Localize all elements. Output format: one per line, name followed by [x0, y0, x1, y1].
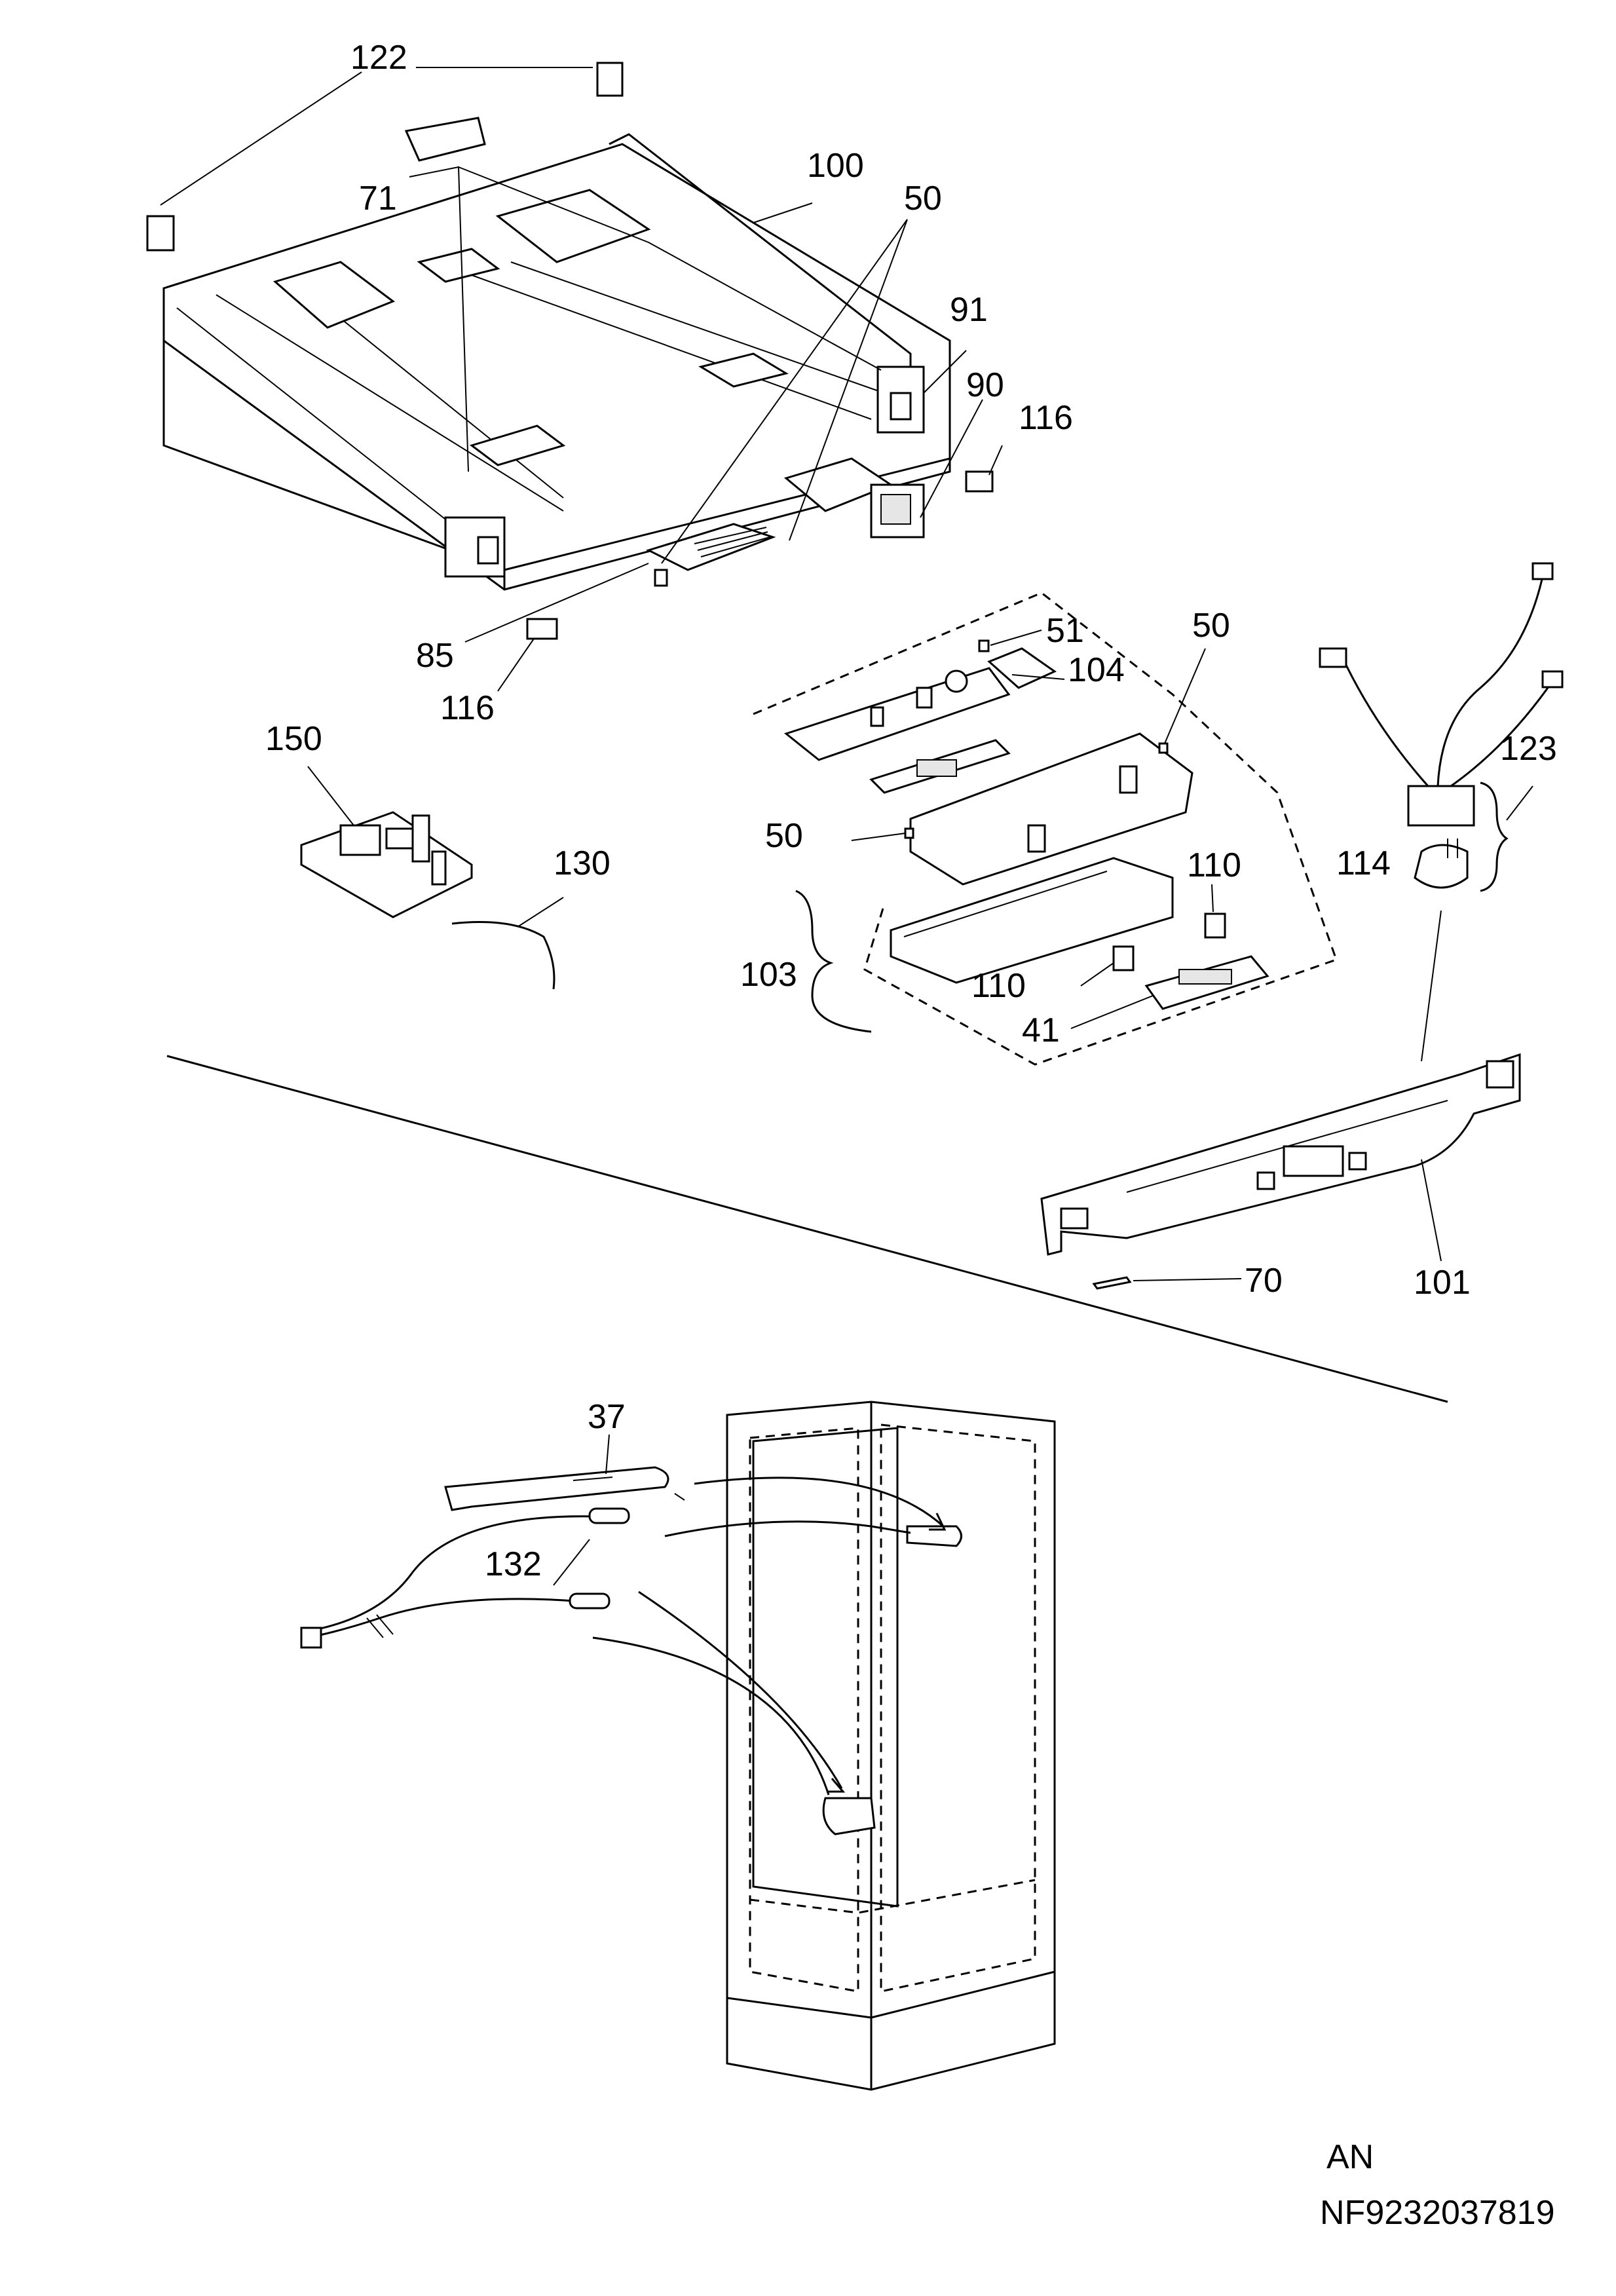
- leader-lines-150: [307, 766, 564, 928]
- footer-code: AN: [1326, 2138, 1374, 2176]
- sensor-holders: [822, 1525, 962, 1835]
- callout-132: 132: [485, 1545, 542, 1583]
- footer-reference-number: NF9232037819: [1320, 2194, 1555, 2232]
- leader-lines-right: [1421, 781, 1533, 1062]
- callout-116-right: 116: [1019, 399, 1073, 437]
- callout-122: 122: [350, 39, 407, 77]
- callout-50-top: 50: [904, 179, 942, 217]
- lamp-part-114: [1414, 838, 1469, 889]
- sensor-part-132: [300, 1507, 630, 1649]
- callout-116-left: 116: [440, 689, 495, 727]
- callout-114: 114: [1336, 844, 1391, 882]
- callout-91: 91: [950, 291, 988, 329]
- cover-part-71: [404, 117, 486, 162]
- clip-part-122: [146, 62, 624, 252]
- sensor-part-37: [444, 1466, 669, 1511]
- callout-71: 71: [359, 179, 397, 217]
- callout-104: 104: [1068, 651, 1125, 689]
- cable-part-130: [451, 921, 555, 990]
- transformer-part-90: [783, 457, 925, 538]
- callout-100: 100: [807, 147, 864, 185]
- callout-103: 103: [740, 956, 797, 994]
- callout-37: 37: [588, 1398, 626, 1436]
- callout-51: 51: [1046, 612, 1084, 650]
- callout-85: 85: [416, 637, 454, 675]
- section-divider: [166, 1055, 1448, 1403]
- callout-41: 41: [1022, 1011, 1060, 1049]
- strip-part-70: [1092, 1276, 1132, 1290]
- callout-150: 150: [265, 720, 322, 758]
- pcb-part-150: [300, 811, 473, 918]
- callout-101: 101: [1414, 1264, 1471, 1302]
- module-group-outline: [753, 592, 1338, 1066]
- callout-110-upper: 110: [1187, 846, 1241, 884]
- top-housing-part-100: [162, 133, 951, 591]
- clip-part-116-left: [526, 618, 558, 640]
- callout-50-module: 50: [1192, 607, 1230, 645]
- install-arrows: [592, 1477, 947, 1796]
- callout-110-lower: 110: [971, 967, 1026, 1005]
- leader-lines-bottom: [553, 1434, 610, 1586]
- callout-70: 70: [1245, 1262, 1283, 1300]
- clip-part-116-right: [965, 470, 994, 493]
- leader-lines-top: [160, 67, 1003, 692]
- harness-part-123: [1319, 562, 1564, 827]
- callout-50-left: 50: [765, 817, 803, 855]
- electronic-module-part-103: [783, 639, 1269, 1010]
- callout-130: 130: [554, 844, 611, 882]
- cabinet-outline: [726, 1401, 1056, 2091]
- fascia-part-101: [1040, 1053, 1521, 1256]
- callout-90: 90: [966, 366, 1004, 404]
- leader-lines-module: [795, 630, 1214, 1033]
- board-part-85: [645, 523, 776, 587]
- callout-labels: 122 100 71 50 91 90 116 85 116 51 104 50…: [265, 39, 1557, 1583]
- leader-lines-101: [1133, 1159, 1442, 1281]
- callout-123: 123: [1500, 730, 1557, 768]
